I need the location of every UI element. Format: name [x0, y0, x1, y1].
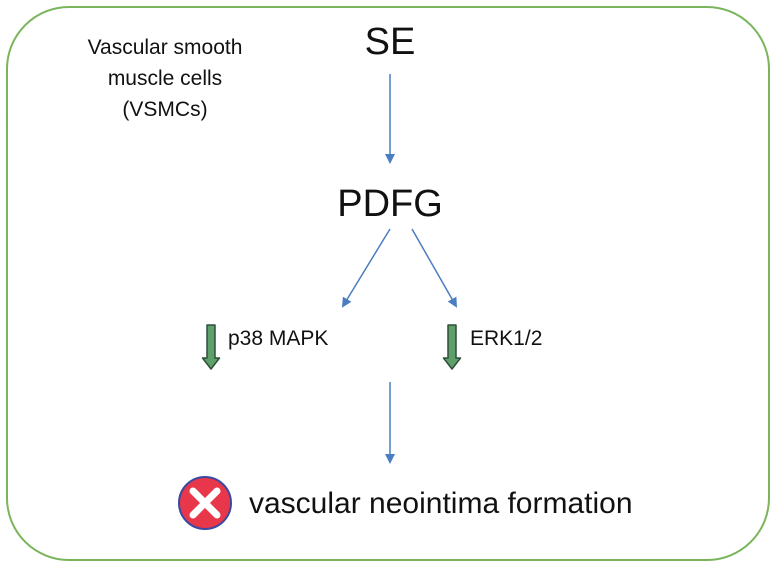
arrow-pdfg-to-p38	[341, 228, 391, 308]
node-p38-mapk: p38 MAPK	[228, 327, 329, 350]
arrow-pdfg-to-erk	[411, 228, 457, 308]
down-arrow-icon-erk	[442, 324, 462, 370]
cell-type-line-2: muscle cells	[107, 67, 223, 90]
cell-type-label: Vascular smooth muscle cells (VSMCs)	[60, 32, 270, 125]
cell-type-line-3: (VSMCs)	[122, 98, 208, 121]
red-circle-white-x-icon	[178, 476, 232, 530]
outcome-label: vascular neointima formation	[249, 487, 633, 520]
down-arrow-icon-p38	[201, 324, 221, 370]
node-pdfg: PDFG	[337, 183, 443, 225]
cell-frame	[6, 6, 770, 561]
cell-type-line-1: Vascular smooth	[87, 36, 243, 59]
node-se: SE	[364, 21, 416, 63]
node-erk1-2: ERK1/2	[470, 327, 543, 350]
